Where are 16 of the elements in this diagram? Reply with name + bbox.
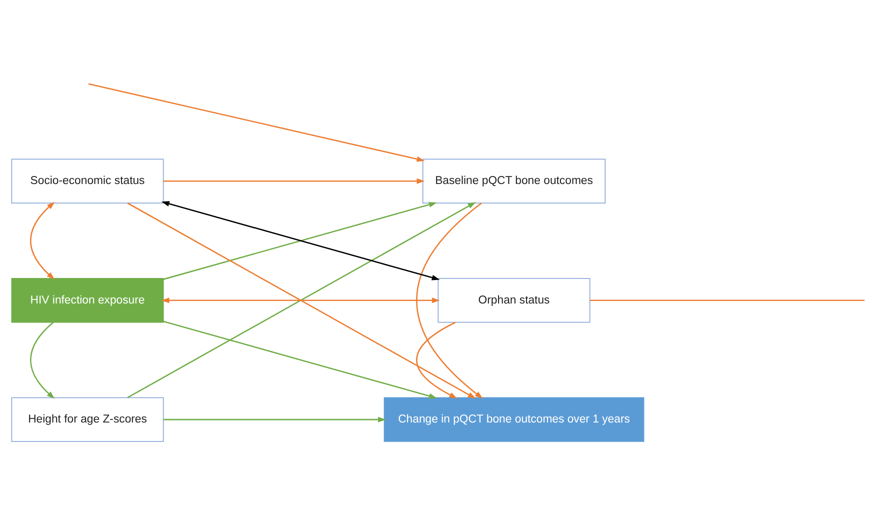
node-box: HIV infection exposure [11,278,164,323]
arrow [163,178,425,184]
arrow [88,83,425,162]
node-box: Socio-economic status [11,158,164,204]
node-box: Baseline pQCT bone outcomes [422,158,606,204]
node-box: Height for age Z-scores [11,397,164,442]
arrow [416,202,483,399]
arrow [416,322,458,398]
connector [590,300,865,302]
node-box: Orphan status [438,278,590,323]
node-box: Change in pQCT bone outcomes over 1 years [384,397,644,442]
arrow [163,320,437,399]
arrow [163,416,386,422]
arrow [30,322,55,399]
arrow [30,202,55,280]
arrow [161,298,440,304]
